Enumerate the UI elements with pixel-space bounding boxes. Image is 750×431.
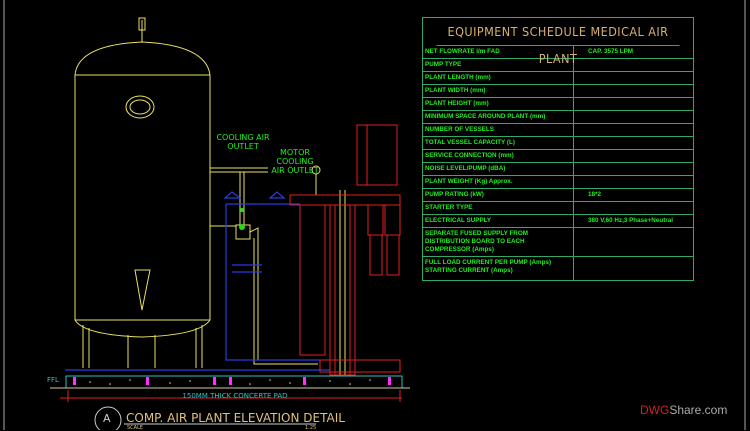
schedule-row-value (574, 111, 693, 123)
schedule-row-value: 380 V,60 Hz,3 Phase+Neutral (588, 217, 674, 224)
schedule-row-label: PLANT WEIGHT (Kg) Approx. (423, 176, 574, 188)
schedule-row-value (574, 72, 693, 84)
schedule-row: NOISE LEVEL/PUMP (dBA) (423, 163, 693, 176)
schedule-row-label: PLANT HEIGHT (mm) (423, 98, 574, 110)
schedule-row-value (574, 98, 693, 110)
schedule-row-value (574, 59, 693, 71)
detail-bubble (94, 406, 122, 430)
equipment-schedule-table: EQUIPMENT SCHEDULE MEDICAL AIR PLANT NET… (422, 17, 694, 281)
schedule-row-label: PUMP RATING (kW) (423, 189, 574, 201)
schedule-row-value (574, 137, 693, 149)
motor-cooling-air-outlet-label: MOTOR COOLING AIR OUTLET (271, 148, 319, 175)
schedule-row: PLANT HEIGHT (mm) (423, 98, 693, 111)
schedule-row: PLANT WEIGHT (Kg) Approx. (423, 176, 693, 189)
schedule-row-value (574, 85, 693, 97)
schedule-row-label: NUMBER OF VESSELS (423, 124, 574, 136)
cooling-air-outlet-label: COOLING AIR OUTLET (216, 133, 270, 151)
schedule-row-label: PLANT WIDTH (mm) (423, 85, 574, 97)
schedule-row-label: NET FLOWRATE l/m FAD (423, 46, 574, 58)
schedule-row: STARTER TYPE (423, 202, 693, 215)
schedule-row-value: CAP. 3575 LPM (588, 48, 634, 55)
schedule-row: PLANT LENGTH (mm) (423, 72, 693, 85)
schedule-row-value (574, 176, 693, 188)
pad-label: 150MM THICK CONCERTE PAD (182, 392, 288, 400)
schedule-row-value: 18*2 (588, 191, 601, 198)
schedule-row-label: MINIMUM SPACE AROUND PLANT (mm) (423, 111, 574, 123)
air-receiver-tank (74, 17, 211, 368)
blue-cable-tray (65, 191, 330, 371)
watermark-brand-rest: Share.com (669, 403, 728, 417)
schedule-row: PLANT WIDTH (mm) (423, 85, 693, 98)
schedule-row: SERVICE CONNECTION (mm) (423, 150, 693, 163)
concrete-pad (50, 375, 410, 402)
valves (239, 208, 245, 230)
dryer-filter-unit (289, 124, 401, 376)
schedule-row-label: STARTER TYPE (423, 202, 574, 214)
schedule-row-label: PUMP TYPE (423, 59, 574, 71)
schedule-row-label: SERVICE CONNECTION (mm) (423, 150, 574, 162)
detail-letter: A (103, 412, 111, 425)
schedule-row-label: TOTAL VESSEL CAPACITY (L) (423, 137, 574, 149)
schedule-row: PUMP TYPE (423, 59, 693, 72)
watermark-brand-red: DWG (640, 403, 670, 417)
schedule-row-value (574, 228, 693, 256)
scale-label: SCALE (127, 425, 144, 431)
schedule-row-value (574, 150, 693, 162)
schedule-row: NET FLOWRATE l/m FAD CAP. 3575 LPM (423, 46, 693, 59)
schedule-row-value (574, 202, 693, 214)
schedule-row-label: FULL LOAD CURRENT PER PUMP (Amps) STARTI… (423, 257, 574, 280)
schedule-row: FULL LOAD CURRENT PER PUMP (Amps) STARTI… (423, 257, 693, 280)
schedule-row-label: PLANT LENGTH (mm) (423, 72, 574, 84)
schedule-row: MINIMUM SPACE AROUND PLANT (mm) (423, 111, 693, 124)
schedule-row-label: ELECTRICAL SUPPLY (423, 215, 574, 227)
scale-value: 1:25 (305, 425, 317, 431)
schedule-row: NUMBER OF VESSELS (423, 124, 693, 137)
schedule-row: PUMP RATING (kW) 18*2 (423, 189, 693, 202)
schedule-row-value (574, 257, 693, 280)
schedule-row-value (574, 124, 693, 136)
watermark: DWGShare.com (640, 403, 727, 417)
schedule-row: SEPARATE FUSED SUPPLY FROM DISTRIBUTION … (423, 228, 693, 257)
schedule-row-value (574, 163, 693, 175)
detail-title: COMP. AIR PLANT ELEVATION DETAIL (126, 411, 345, 425)
ffl-label: FFL (47, 376, 59, 384)
schedule-row-label: SEPARATE FUSED SUPPLY FROM DISTRIBUTION … (423, 228, 574, 256)
schedule-row: TOTAL VESSEL CAPACITY (L) (423, 137, 693, 150)
schedule-title: EQUIPMENT SCHEDULE MEDICAL AIR PLANT (436, 18, 680, 66)
schedule-row-label: NOISE LEVEL/PUMP (dBA) (423, 163, 574, 175)
schedule-row: ELECTRICAL SUPPLY 380 V,60 Hz,3 Phase+Neu… (423, 215, 693, 228)
